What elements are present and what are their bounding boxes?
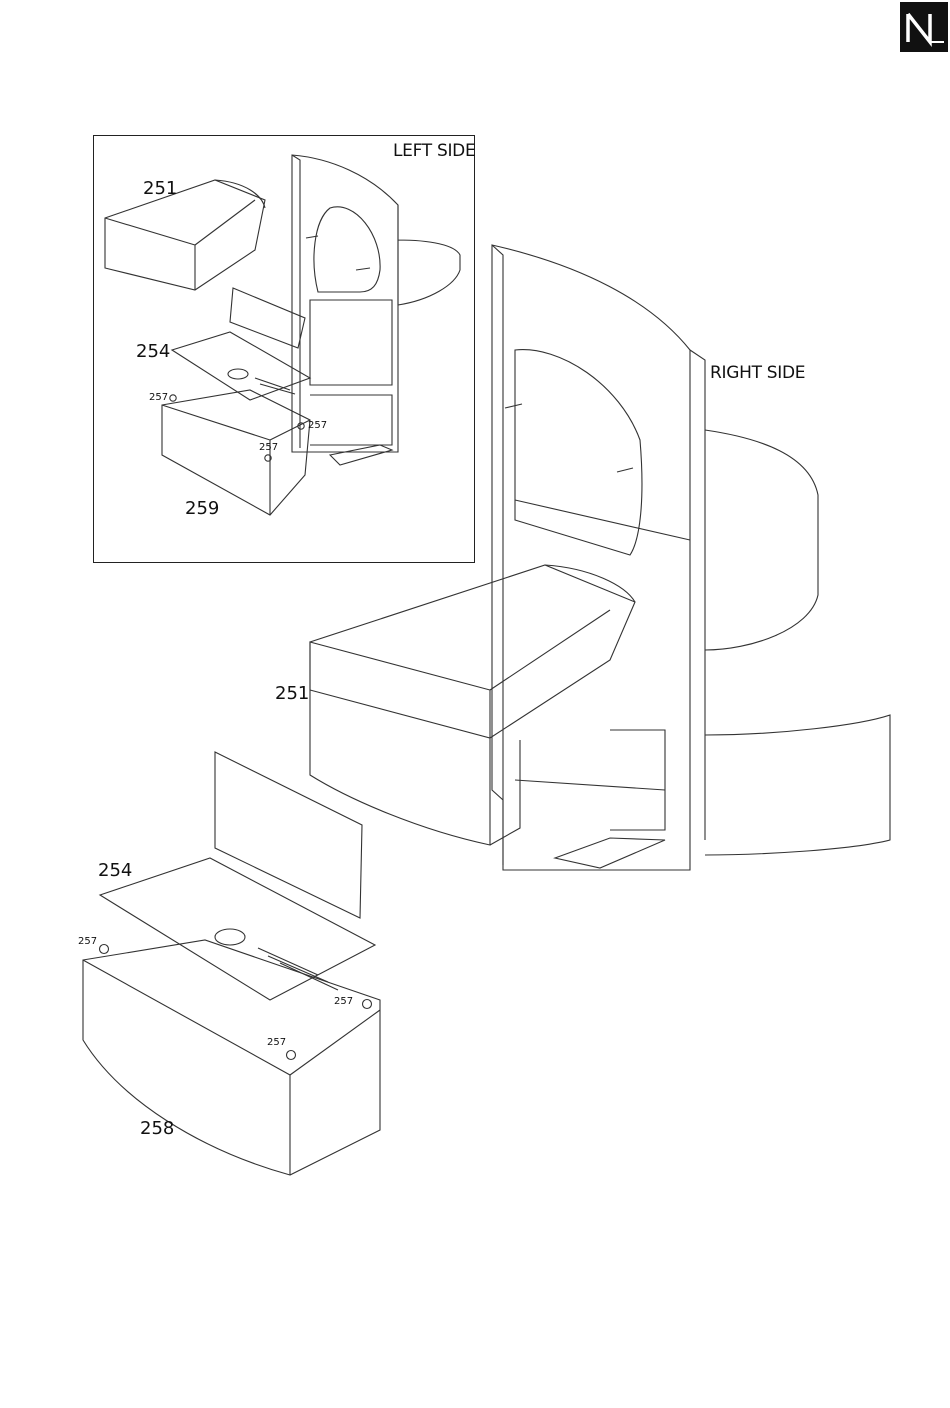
inset-machine-body [292, 155, 460, 465]
right-side-label: RIGHT SIDE [710, 365, 805, 382]
part-label-257: 257 [78, 937, 97, 947]
inset-part-label-257: 257 [308, 421, 327, 431]
capsule-container-258 [83, 940, 380, 1175]
part-label-254: 254 [98, 862, 132, 880]
inset-part-label-257: 257 [149, 393, 168, 403]
inset-capsule-container-259 [162, 390, 310, 515]
inset-plate-254 [172, 288, 310, 400]
inset-part-label-251: 251 [143, 180, 177, 198]
inset-drip-tray-251 [105, 180, 265, 290]
inset-part-label-257: 257 [259, 443, 278, 453]
part-label-251: 251 [275, 685, 309, 703]
part-label-257: 257 [334, 997, 353, 1007]
machine-body [492, 245, 890, 870]
part-label-257: 257 [267, 1038, 286, 1048]
inset-part-label-254: 254 [136, 343, 170, 361]
drip-tray-251 [310, 565, 635, 845]
left-side-label: LEFT SIDE [393, 143, 475, 160]
part-label-258: 258 [140, 1120, 174, 1138]
inset-part-label-259: 259 [185, 500, 219, 518]
